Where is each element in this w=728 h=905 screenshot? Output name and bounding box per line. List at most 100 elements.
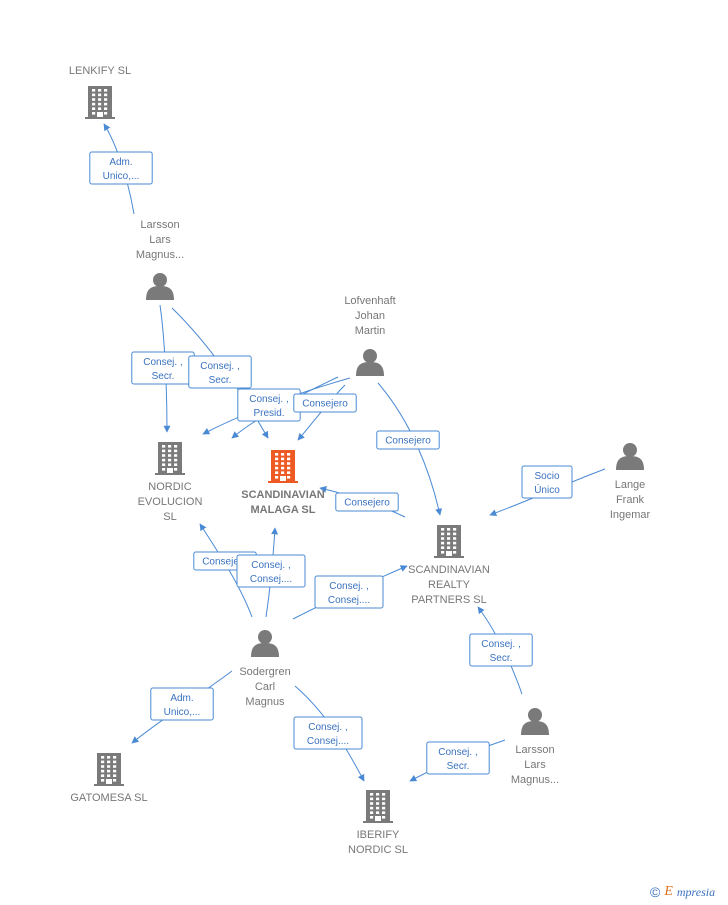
- edge-label-box: [150, 687, 214, 721]
- company-node[interactable]: NORDIC EVOLUCION SL: [138, 442, 203, 523]
- edge-label-text: Secr.: [209, 375, 232, 386]
- building-icon: [363, 790, 393, 823]
- edge-label-text: Consej. ,: [308, 722, 347, 733]
- edge-label[interactable]: Consej. , Secr.: [131, 351, 195, 385]
- edge-label[interactable]: Consej. , Consej....: [293, 716, 363, 750]
- edge-label[interactable]: Consejero: [293, 393, 357, 413]
- person-icon: [251, 630, 279, 657]
- edge-label-text: Adm.: [170, 693, 193, 704]
- node-label: REALTY: [428, 579, 471, 591]
- edge-label-box: [293, 716, 363, 750]
- edge-label[interactable]: Consej. , Secr.: [426, 741, 490, 775]
- edge-label-box: [426, 741, 490, 775]
- edge-label-text: Consej. ,: [143, 357, 182, 368]
- building-icon: [268, 450, 298, 483]
- edge-label[interactable]: Consej. , Secr.: [188, 355, 252, 389]
- company-node[interactable]: SCANDINAVIAN MALAGA SL: [241, 450, 325, 516]
- edge-label-box: [293, 393, 357, 413]
- edge-label-text: Secr.: [490, 653, 513, 664]
- edge-label-text: Unico,...: [164, 707, 201, 718]
- company-node[interactable]: LENKIFY SL: [69, 65, 131, 119]
- node-label: Lars: [149, 234, 171, 246]
- edge-label-text: Secr.: [152, 371, 175, 382]
- node-label: Lange: [615, 479, 646, 491]
- node-label: SCANDINAVIAN: [408, 564, 490, 576]
- edge-label-text: Unico,...: [103, 171, 140, 182]
- node-label: MALAGA SL: [251, 504, 316, 516]
- edge-label-box: [236, 554, 306, 588]
- edge-label[interactable]: Adm.Unico,...: [89, 151, 153, 185]
- edge-label-box: [188, 355, 252, 389]
- edge-label-box: [521, 465, 573, 499]
- edge-label-text: Socio: [534, 471, 559, 482]
- node-label: IBERIFY: [357, 829, 400, 841]
- edge-label-box: [314, 575, 384, 609]
- edge-label-text: Consejero: [302, 399, 348, 410]
- node-label: LENKIFY SL: [69, 65, 131, 77]
- node-label: Magnus: [245, 696, 285, 708]
- edge-label-text: Único: [534, 483, 560, 496]
- edge-label-text: Consejero: [202, 557, 248, 568]
- node-label: PARTNERS SL: [411, 594, 486, 606]
- edge-label[interactable]: Consej. , Presid.: [237, 388, 301, 422]
- edge-label[interactable]: Consejero: [376, 430, 440, 450]
- node-label: Carl: [255, 681, 275, 693]
- edge-label-text: Consej. ,: [329, 581, 368, 592]
- edge-label-text: Consej. ,: [249, 394, 288, 405]
- node-label: SCANDINAVIAN: [241, 489, 325, 501]
- edge-label[interactable]: Consej. , Secr.: [469, 633, 533, 667]
- building-icon: [94, 753, 124, 786]
- node-label: Johan: [355, 310, 385, 322]
- node-label: Sodergren: [239, 666, 290, 678]
- node-label: Lars: [524, 759, 546, 771]
- node-label: NORDIC: [148, 481, 191, 493]
- person-icon: [146, 273, 174, 300]
- node-label: Lofvenhaft: [344, 295, 395, 307]
- edge-label[interactable]: Adm. Unico,...: [150, 687, 214, 721]
- edge-label-box: [335, 492, 399, 512]
- building-icon: [85, 86, 115, 119]
- node-label: Larsson: [140, 219, 179, 231]
- edge-label-text: Secr.: [447, 761, 470, 772]
- company-node[interactable]: IBERIFY NORDIC SL: [348, 790, 408, 856]
- company-node[interactable]: SCANDINAVIAN REALTY PARTNERS SL: [408, 525, 490, 606]
- edge-label-box: [89, 151, 153, 185]
- node-label: Magnus...: [136, 249, 184, 261]
- copyright-icon: ©: [650, 884, 661, 900]
- edge-label-box: [376, 430, 440, 450]
- node-label: Larsson: [515, 744, 554, 756]
- brand-initial: E: [664, 884, 673, 899]
- person-node[interactable]: LarssonLarsMagnus...: [511, 708, 559, 786]
- edge-label-text: Presid.: [253, 408, 284, 419]
- node-label: GATOMESA SL: [70, 792, 147, 804]
- person-icon: [356, 349, 384, 376]
- edge-label-text: Consej. ,: [438, 747, 477, 758]
- edge-label-text: Consej. ,: [481, 639, 520, 650]
- person-icon: [616, 443, 644, 470]
- node-label: Ingemar: [610, 509, 651, 521]
- node-label: Martin: [355, 325, 386, 337]
- building-icon: [155, 442, 185, 475]
- building-icon: [434, 525, 464, 558]
- edge-label-text: Consej....: [328, 595, 370, 606]
- node-label: NORDIC SL: [348, 844, 408, 856]
- edge-label-text: Consej. ,: [200, 361, 239, 372]
- node-label: SL: [163, 511, 176, 523]
- edge-label[interactable]: Consejero: [335, 492, 399, 512]
- person-node[interactable]: LarssonLarsMagnus...: [136, 219, 184, 300]
- person-icon: [521, 708, 549, 735]
- node-label: EVOLUCION: [138, 496, 203, 508]
- edge-label[interactable]: Consej. ,Consej....: [236, 554, 306, 588]
- edge-label-text: Consej. ,: [251, 560, 290, 571]
- company-node[interactable]: GATOMESA SL: [70, 753, 148, 804]
- edge-label-text: Consej....: [307, 736, 349, 747]
- edge-label-text: Consejero: [385, 436, 431, 447]
- edge-label-text: Consejero: [344, 498, 390, 509]
- edge-label[interactable]: Consej. , Consej....: [314, 575, 384, 609]
